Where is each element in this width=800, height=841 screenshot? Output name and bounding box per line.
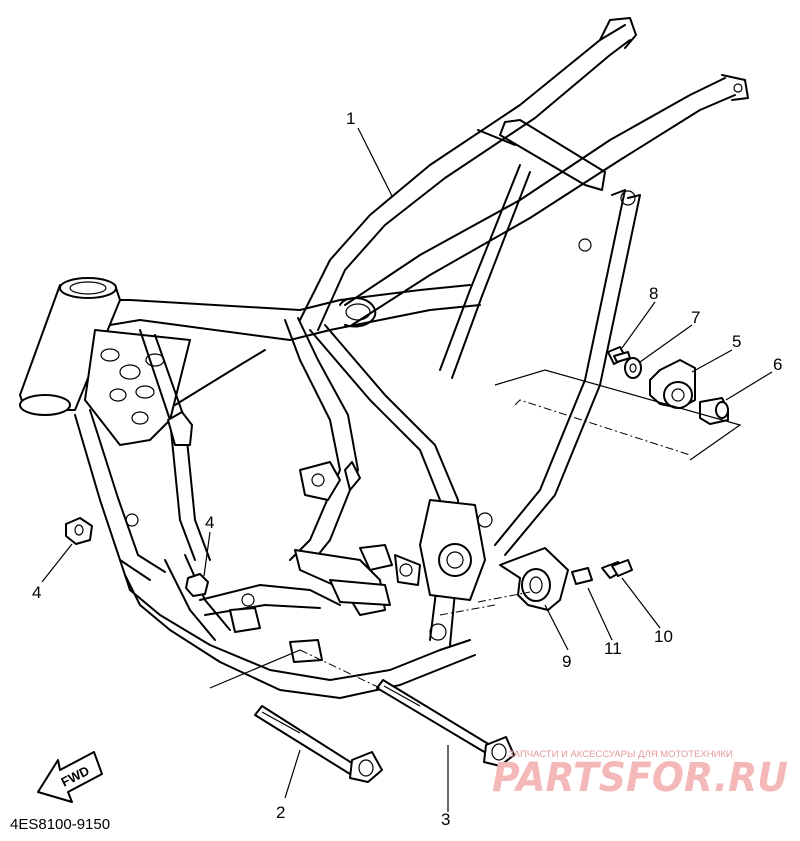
callout-numbers: 1 2 3 4 4 5 6 7 8 9 10 11 — [32, 109, 782, 829]
callout-4-center: 4 — [205, 513, 214, 532]
diagram-code: 4ES8100-9150 — [10, 816, 110, 833]
watermark: ЗАПЧАСТИ И АКСЕССУАРЫ ДЛЯ МОТОТЕХНИКИ PA… — [492, 749, 788, 801]
callout-9: 9 — [562, 652, 571, 671]
callout-2: 2 — [276, 803, 285, 822]
callout-11: 11 — [604, 639, 622, 658]
leader-lines — [41, 127, 773, 812]
callout-1: 1 — [346, 109, 355, 128]
callout-10: 10 — [654, 627, 673, 646]
motorcycle-frame — [19, 17, 749, 699]
callout-4-left: 4 — [32, 583, 41, 602]
watermark-logo: PARTSFOR.RU — [492, 755, 788, 801]
callout-3: 3 — [441, 810, 450, 829]
forward-arrow: FWD — [37, 751, 103, 803]
mount-parts — [65, 346, 742, 783]
watermark-tagline: ЗАПЧАСТИ И АКСЕССУАРЫ ДЛЯ МОТОТЕХНИКИ — [508, 749, 733, 760]
callout-7: 7 — [691, 308, 700, 327]
callout-5: 5 — [732, 332, 741, 351]
callout-8: 8 — [649, 284, 658, 303]
callout-6: 6 — [773, 355, 782, 374]
